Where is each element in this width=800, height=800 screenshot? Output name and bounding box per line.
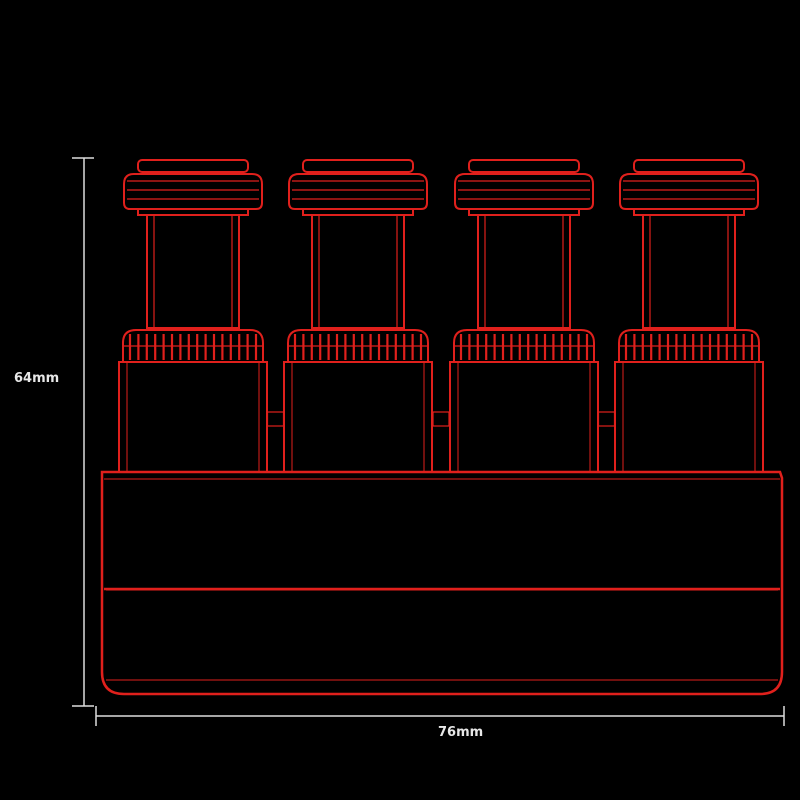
finger-key-3 — [449, 159, 599, 473]
key-gap-2 — [432, 411, 450, 427]
width-dimension-label: 76mm — [438, 725, 484, 740]
finger-key-2 — [283, 159, 433, 473]
base-housing — [100, 470, 784, 696]
key-gap-3 — [597, 411, 616, 427]
width-dimension-line — [95, 706, 785, 726]
height-dimension-label: 64mm — [14, 371, 60, 386]
key-gap-1 — [266, 411, 285, 427]
height-dimension-line — [72, 157, 94, 707]
finger-key-4 — [614, 159, 764, 473]
finger-keys — [118, 159, 764, 473]
finger-key-1 — [118, 159, 268, 473]
